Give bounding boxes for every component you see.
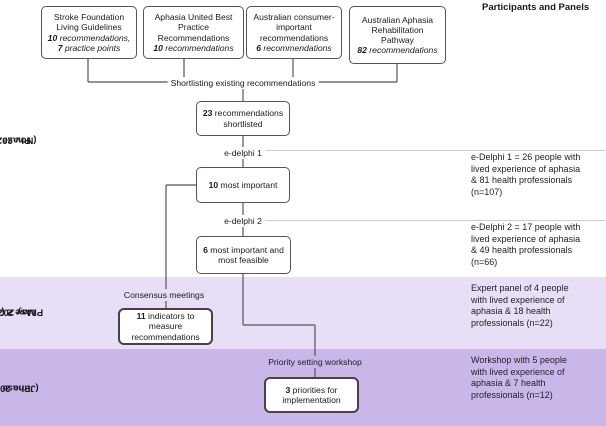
panel-line: (n=107) [471,186,503,197]
panel-line: with lived experience of [471,366,565,377]
panel-line: professionals (n=12) [471,389,553,400]
panel-line: e-Delphi 1 = 26 people with [471,152,581,162]
panel-line: & 81 health professionals [471,175,573,185]
source-box-stroke-foundation: Stroke Foundation Living Guidelines 10 r… [41,6,137,59]
most-feasible-box: 6 most important and most feasible [196,236,291,274]
source-box-aphasia-pathway: Australian Aphasia Rehabilitation Pathwa… [349,6,446,64]
panel-edelphi-2: e-Delphi 2 = 17 people with lived experi… [471,222,605,268]
shortlisting-label: Shortlisting existing recommendations [167,77,319,89]
phase-2-band [0,277,606,349]
panel-line: aphasia & 7 health [471,378,546,388]
panel-line: (n=66) [471,256,498,267]
separator-line [260,220,606,221]
panel-expert: Expert panel of 4 people with lived expe… [471,283,605,329]
edelphi-2-label: e-delphi 2 [221,215,265,227]
panel-line: Workshop with 5 people [471,355,567,365]
separator-line [260,150,606,151]
indicators-box: 11 indicators to measure recommendations [118,308,213,345]
panel-line: Expert panel of 4 people [471,283,569,293]
panel-line: & 49 health professionals [471,245,573,255]
panel-line: lived experience of aphasia [471,233,581,244]
consensus-label: Consensus meetings [120,289,208,301]
source-box-aphasia-united: Aphasia United Best Practice Recommendat… [143,6,244,59]
workshop-label: Priority setting workshop [265,356,365,368]
most-important-box: 10 most important [196,167,290,203]
edelphi-1-label: e-delphi 1 [221,147,265,159]
source-box-australian-consumer: Australian consumer- important recommend… [246,6,342,59]
panel-line: e-Delphi 2 = 17 people with [471,222,581,232]
panel-line: lived experience of aphasia [471,163,581,174]
panel-line: with lived experience of [471,294,565,305]
panel-line: professionals (n=22) [471,317,553,328]
shortlisted-box: 23 recommendations shortlisted [196,101,290,136]
panel-edelphi-1: e-Delphi 1 = 26 people with lived experi… [471,152,605,198]
panel-header: Participants and Panels [482,2,590,13]
priorities-box: 3 priorities for implementation [264,377,359,413]
panel-workshop: Workshop with 5 people with lived experi… [471,355,605,401]
panel-line: aphasia & 18 health [471,306,551,316]
